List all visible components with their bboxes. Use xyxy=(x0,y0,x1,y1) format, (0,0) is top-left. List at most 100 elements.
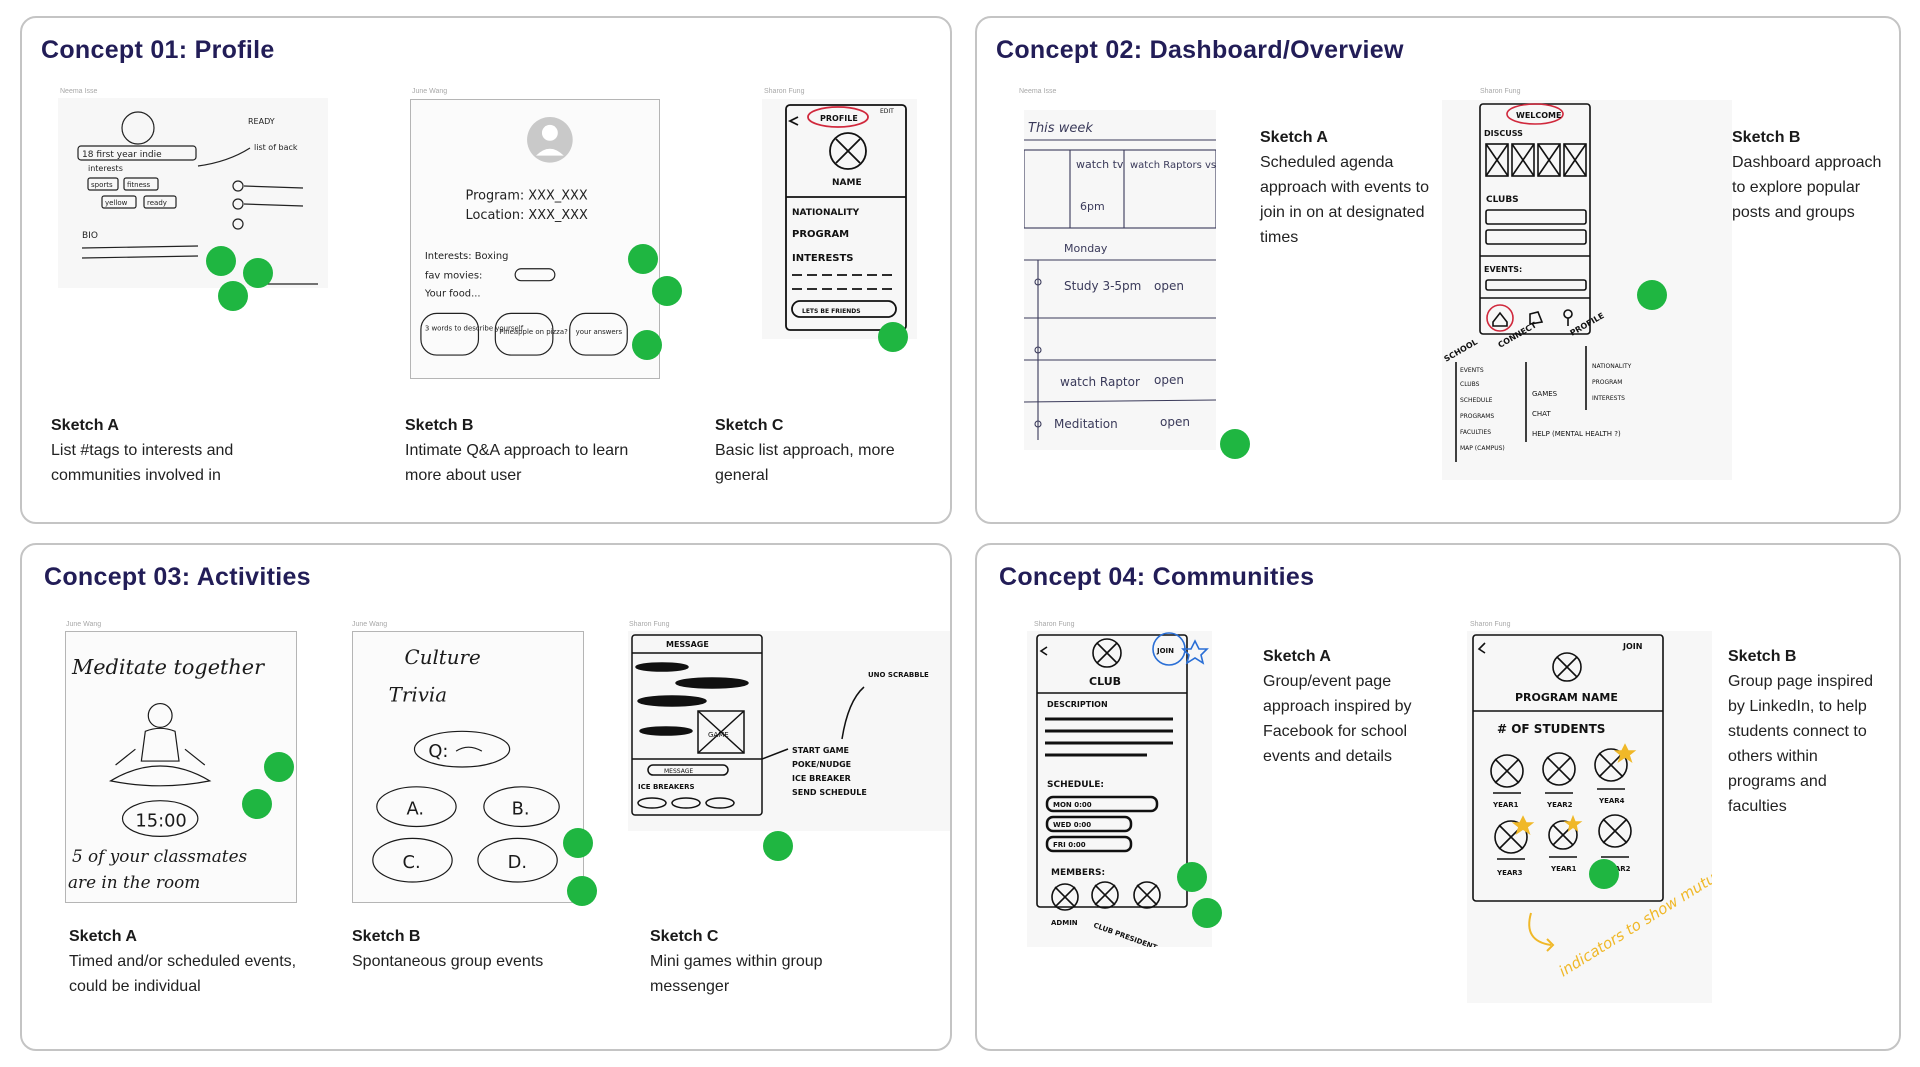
sketch-author: Neema Isse xyxy=(60,88,98,95)
svg-text:YEAR1: YEAR1 xyxy=(1492,801,1519,809)
sketch-caption: Sketch B Dashboard approach to explore p… xyxy=(1732,129,1882,221)
vote-dot xyxy=(206,246,236,276)
vote-dot xyxy=(218,281,248,311)
svg-text:START GAME: START GAME xyxy=(792,746,849,755)
svg-text:SEND SCHEDULE: SEND SCHEDULE xyxy=(792,788,867,797)
svg-text:WED 0:00: WED 0:00 xyxy=(1053,821,1091,829)
svg-text:# OF STUDENTS: # OF STUDENTS xyxy=(1497,722,1605,736)
concept-title: Concept 01: Profile xyxy=(41,36,275,64)
svg-text:Trivia: Trivia xyxy=(389,684,447,707)
svg-text:LETS BE FRIENDS: LETS BE FRIENDS xyxy=(802,308,861,315)
svg-text:SCHEDULE:: SCHEDULE: xyxy=(1047,780,1104,790)
svg-text:NAME: NAME xyxy=(832,178,862,188)
svg-text:interests: interests xyxy=(88,164,123,173)
sketch-image-c2a: This week watch tv 6pm watch Raptors vs … xyxy=(1024,110,1216,450)
sketch-author: Sharon Fung xyxy=(1480,88,1521,95)
svg-text:5 of your classmates: 5 of your classmates xyxy=(72,846,248,866)
svg-text:CLUBS: CLUBS xyxy=(1460,381,1480,388)
vote-dot xyxy=(1589,859,1619,889)
sketch-text: 18 first year indie xyxy=(82,150,162,160)
vote-dot xyxy=(652,276,682,306)
svg-text:Your food...: Your food... xyxy=(424,289,481,300)
svg-text:fav movies:: fav movies: xyxy=(425,271,483,282)
sketch-author: Neema Isse xyxy=(1019,88,1057,95)
svg-text:3 words to describe yourself: 3 words to describe yourself xyxy=(425,324,524,332)
sketch-image-c1c: PROFILE EDIT NAME NATIONALITY PROGRAM IN… xyxy=(762,99,917,339)
sketch-author: Sharon Fung xyxy=(1470,621,1511,628)
svg-text:open: open xyxy=(1154,279,1184,293)
sketch-caption: Sketch C Mini games within group messeng… xyxy=(650,928,823,995)
vote-dot xyxy=(563,828,593,858)
sketch-image-c1a: 18 first year indie interests sports fit… xyxy=(58,98,328,288)
svg-text:SCHOOL: SCHOOL xyxy=(1443,337,1480,363)
svg-text:Location: XXX_XXX: Location: XXX_XXX xyxy=(466,208,588,223)
svg-text:open: open xyxy=(1160,415,1190,429)
svg-text:GAME: GAME xyxy=(708,731,729,739)
svg-text:MEMBERS:: MEMBERS: xyxy=(1051,868,1105,878)
svg-text:MON 0:00: MON 0:00 xyxy=(1053,801,1092,809)
svg-text:MESSAGE: MESSAGE xyxy=(666,640,709,649)
svg-text:sports: sports xyxy=(91,181,113,189)
svg-text:FACULTIES: FACULTIES xyxy=(1460,429,1491,436)
svg-text:BIO: BIO xyxy=(82,231,98,241)
svg-text:D.: D. xyxy=(508,852,527,873)
vote-dot xyxy=(1637,280,1667,310)
svg-text:CHAT: CHAT xyxy=(1532,410,1551,418)
sketch-caption: Sketch A Timed and/or scheduled events, … xyxy=(69,928,297,995)
concept-title: Concept 03: Activities xyxy=(44,563,311,591)
svg-text:watch Raptors vs Nets 7-9: watch Raptors vs Nets 7-9 xyxy=(1130,160,1216,171)
sketch-image-c4a: JOIN CLUB DESCRIPTION SCHEDULE: MON 0:00… xyxy=(1027,631,1212,947)
svg-text:YEAR4: YEAR4 xyxy=(1598,797,1625,805)
svg-text:watch Raptor: watch Raptor xyxy=(1060,375,1140,389)
svg-text:B.: B. xyxy=(512,799,530,820)
svg-text:POKE/NUDGE: POKE/NUDGE xyxy=(792,760,851,769)
svg-text:Program: XXX_XXX: Program: XXX_XXX xyxy=(466,188,588,203)
svg-text:INTERESTS: INTERESTS xyxy=(1592,395,1625,402)
svg-text:15:00: 15:00 xyxy=(135,810,186,831)
vote-dot xyxy=(632,330,662,360)
svg-text:watch tv: watch tv xyxy=(1076,158,1124,171)
svg-text:NATIONALITY: NATIONALITY xyxy=(1592,363,1632,370)
sketch-caption: Sketch A Scheduled agenda approach with … xyxy=(1260,129,1429,246)
sketch-image-c3a: Meditate together 15:00 5 of your classm… xyxy=(65,631,297,903)
svg-text:SCHEDULE: SCHEDULE xyxy=(1460,397,1493,404)
sketch-image-c1b: Program: XXX_XXX Location: XXX_XXX Inter… xyxy=(410,99,660,379)
svg-text:EVENTS: EVENTS xyxy=(1460,367,1484,374)
sketch-author: Sharon Fung xyxy=(1034,621,1075,628)
svg-text:DESCRIPTION: DESCRIPTION xyxy=(1047,700,1108,709)
svg-text:DISCUSS: DISCUSS xyxy=(1484,129,1523,138)
svg-text:JOIN: JOIN xyxy=(1622,642,1642,651)
svg-text:Meditate together: Meditate together xyxy=(71,655,265,679)
sketch-caption: Sketch A Group/event page approach inspi… xyxy=(1263,648,1412,765)
sketch-caption: Sketch B Spontaneous group events xyxy=(352,928,544,970)
svg-text:PROGRAMS: PROGRAMS xyxy=(1460,413,1494,420)
svg-text:Monday: Monday xyxy=(1064,242,1108,255)
svg-text:NATIONALITY: NATIONALITY xyxy=(792,208,860,218)
svg-text:WELCOME: WELCOME xyxy=(1516,111,1561,120)
svg-text:6pm: 6pm xyxy=(1080,200,1105,213)
vote-dot xyxy=(242,789,272,819)
svg-text:READY: READY xyxy=(248,117,275,126)
sketch-author: Sharon Fung xyxy=(764,88,805,95)
svg-text:EVENTS:: EVENTS: xyxy=(1484,265,1522,274)
vote-dot xyxy=(628,244,658,274)
sketch-author: Sharon Fung xyxy=(629,621,670,628)
svg-text:Interests: Boxing: Interests: Boxing xyxy=(425,251,509,262)
svg-text:YEAR1: YEAR1 xyxy=(1550,865,1577,873)
sketch-image-c3b: Culture Trivia Q: A. B. C. D. xyxy=(352,631,584,903)
svg-text:CLUB PRESIDENT: CLUB PRESIDENT xyxy=(1092,921,1158,947)
svg-text:ready: ready xyxy=(147,199,167,207)
vote-dot xyxy=(1177,862,1207,892)
svg-text:MAP (CAMPUS): MAP (CAMPUS) xyxy=(1460,445,1505,452)
concept-title: Concept 02: Dashboard/Overview xyxy=(996,36,1404,64)
sketch-image-c4b: JOIN PROGRAM NAME # OF STUDENTS YEAR1 YE… xyxy=(1467,631,1712,1003)
svg-text:Meditation: Meditation xyxy=(1054,417,1118,431)
vote-dot xyxy=(243,258,273,288)
sketch-caption: Sketch B Intimate Q&A approach to learn … xyxy=(405,417,629,484)
svg-text:your answers: your answers xyxy=(576,328,623,336)
concept-panel-activities: Concept 03: Activities June Wang Meditat… xyxy=(20,543,952,1051)
svg-text:ICE BREAKERS: ICE BREAKERS xyxy=(638,783,695,791)
svg-text:yellow: yellow xyxy=(105,199,128,207)
svg-text:YEAR2: YEAR2 xyxy=(1546,801,1573,809)
svg-text:FRI 0:00: FRI 0:00 xyxy=(1053,841,1086,849)
